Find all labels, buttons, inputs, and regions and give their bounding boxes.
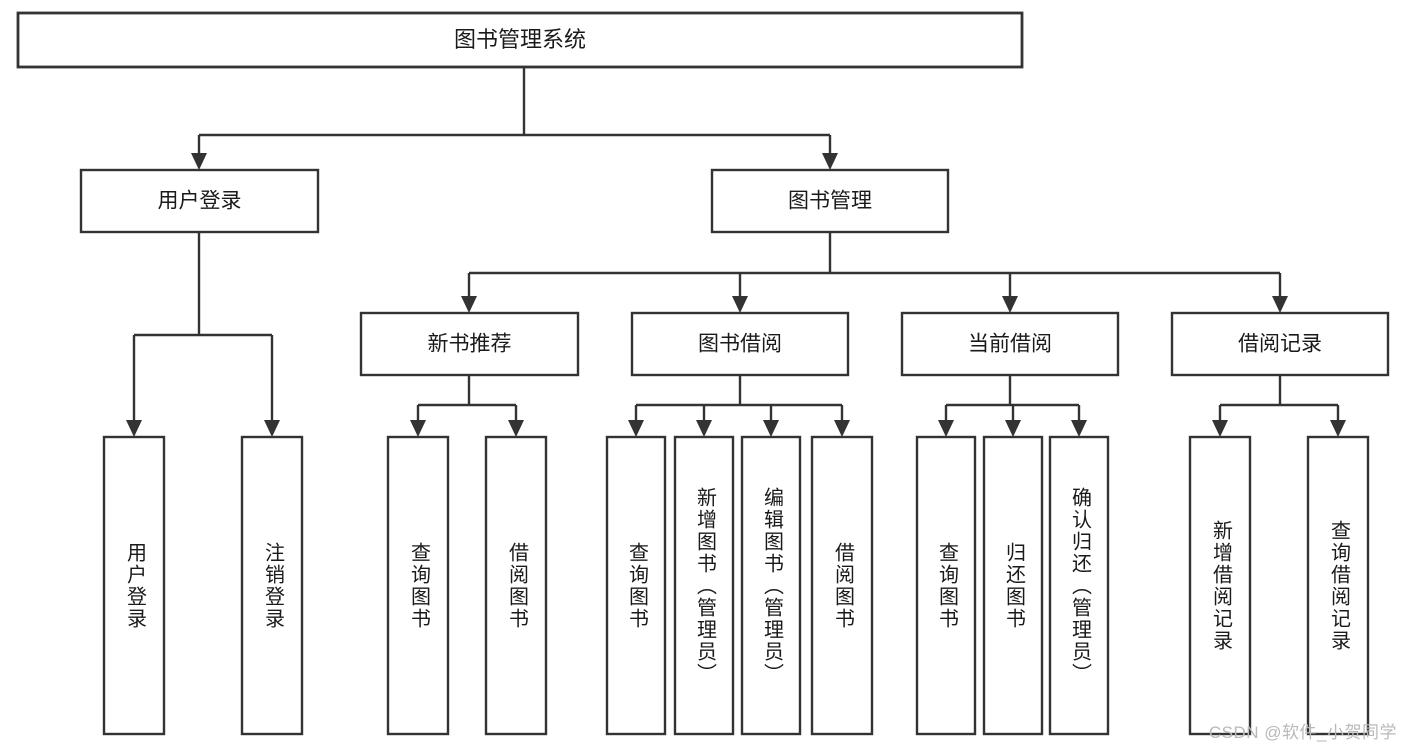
arrow-head-icon xyxy=(732,296,748,313)
arrow-head-icon xyxy=(696,420,712,437)
connectors-layer xyxy=(126,67,1346,437)
node-leaf-query-book-rec[interactable] xyxy=(386,435,450,736)
arrow-head-icon xyxy=(191,153,207,170)
node-leaf-borrow-book-rec[interactable] xyxy=(484,435,548,736)
node-leaf-borrow-book[interactable] xyxy=(810,435,874,736)
arrow-head-icon xyxy=(834,420,850,437)
node-borrow-record-label: 借阅记录 xyxy=(1238,333,1322,356)
arrow-head-icon xyxy=(508,420,524,437)
arrow-head-icon xyxy=(461,296,477,313)
arrow-head-icon xyxy=(763,420,779,437)
node-leaf-user-logout[interactable] xyxy=(240,435,304,736)
node-leaf-query-book-current[interactable] xyxy=(915,435,977,736)
node-new-book-rec[interactable] xyxy=(359,311,580,377)
node-user-login-label: 用户登录 xyxy=(158,190,242,213)
node-leaf-add-book[interactable] xyxy=(673,435,735,736)
node-root-label: 图书管理系统 xyxy=(454,27,586,52)
node-leaf-return-book[interactable] xyxy=(982,435,1044,736)
node-leaf-edit-book[interactable] xyxy=(740,435,802,736)
arrow-head-icon xyxy=(1071,420,1087,437)
node-user-login[interactable] xyxy=(79,168,320,234)
node-leaf-user-login[interactable] xyxy=(102,435,166,736)
arrow-head-icon xyxy=(1272,296,1288,313)
arrow-head-icon xyxy=(1002,296,1018,313)
node-current-borrow-label: 当前借阅 xyxy=(968,333,1052,356)
arrow-head-icon xyxy=(822,153,838,170)
node-book-borrow-label: 图书借阅 xyxy=(698,333,782,356)
arrow-head-icon xyxy=(628,420,644,437)
arrow-head-icon xyxy=(1005,420,1021,437)
node-leaf-add-record[interactable] xyxy=(1188,435,1252,736)
arrow-head-icon xyxy=(938,420,954,437)
node-book-manage[interactable] xyxy=(710,168,950,234)
node-leaf-query-record[interactable] xyxy=(1306,435,1370,736)
node-leaf-confirm-return[interactable] xyxy=(1048,435,1110,736)
arrow-head-icon xyxy=(126,420,142,437)
arrow-head-icon xyxy=(1330,420,1346,437)
node-book-manage-label: 图书管理 xyxy=(788,190,872,213)
watermark-text: CSDN @软件_小贺同学 xyxy=(1208,723,1397,742)
node-book-borrow[interactable] xyxy=(630,311,850,377)
node-root[interactable] xyxy=(16,11,1024,69)
arrow-head-icon xyxy=(264,420,280,437)
node-new-book-rec-label: 新书推荐 xyxy=(428,333,512,356)
boxes-layer xyxy=(16,11,1390,736)
node-current-borrow[interactable] xyxy=(900,311,1120,377)
arrow-head-icon xyxy=(410,420,426,437)
node-leaf-query-book-borrow[interactable] xyxy=(605,435,667,736)
arrow-head-icon xyxy=(1212,420,1228,437)
node-borrow-record[interactable] xyxy=(1170,311,1390,377)
